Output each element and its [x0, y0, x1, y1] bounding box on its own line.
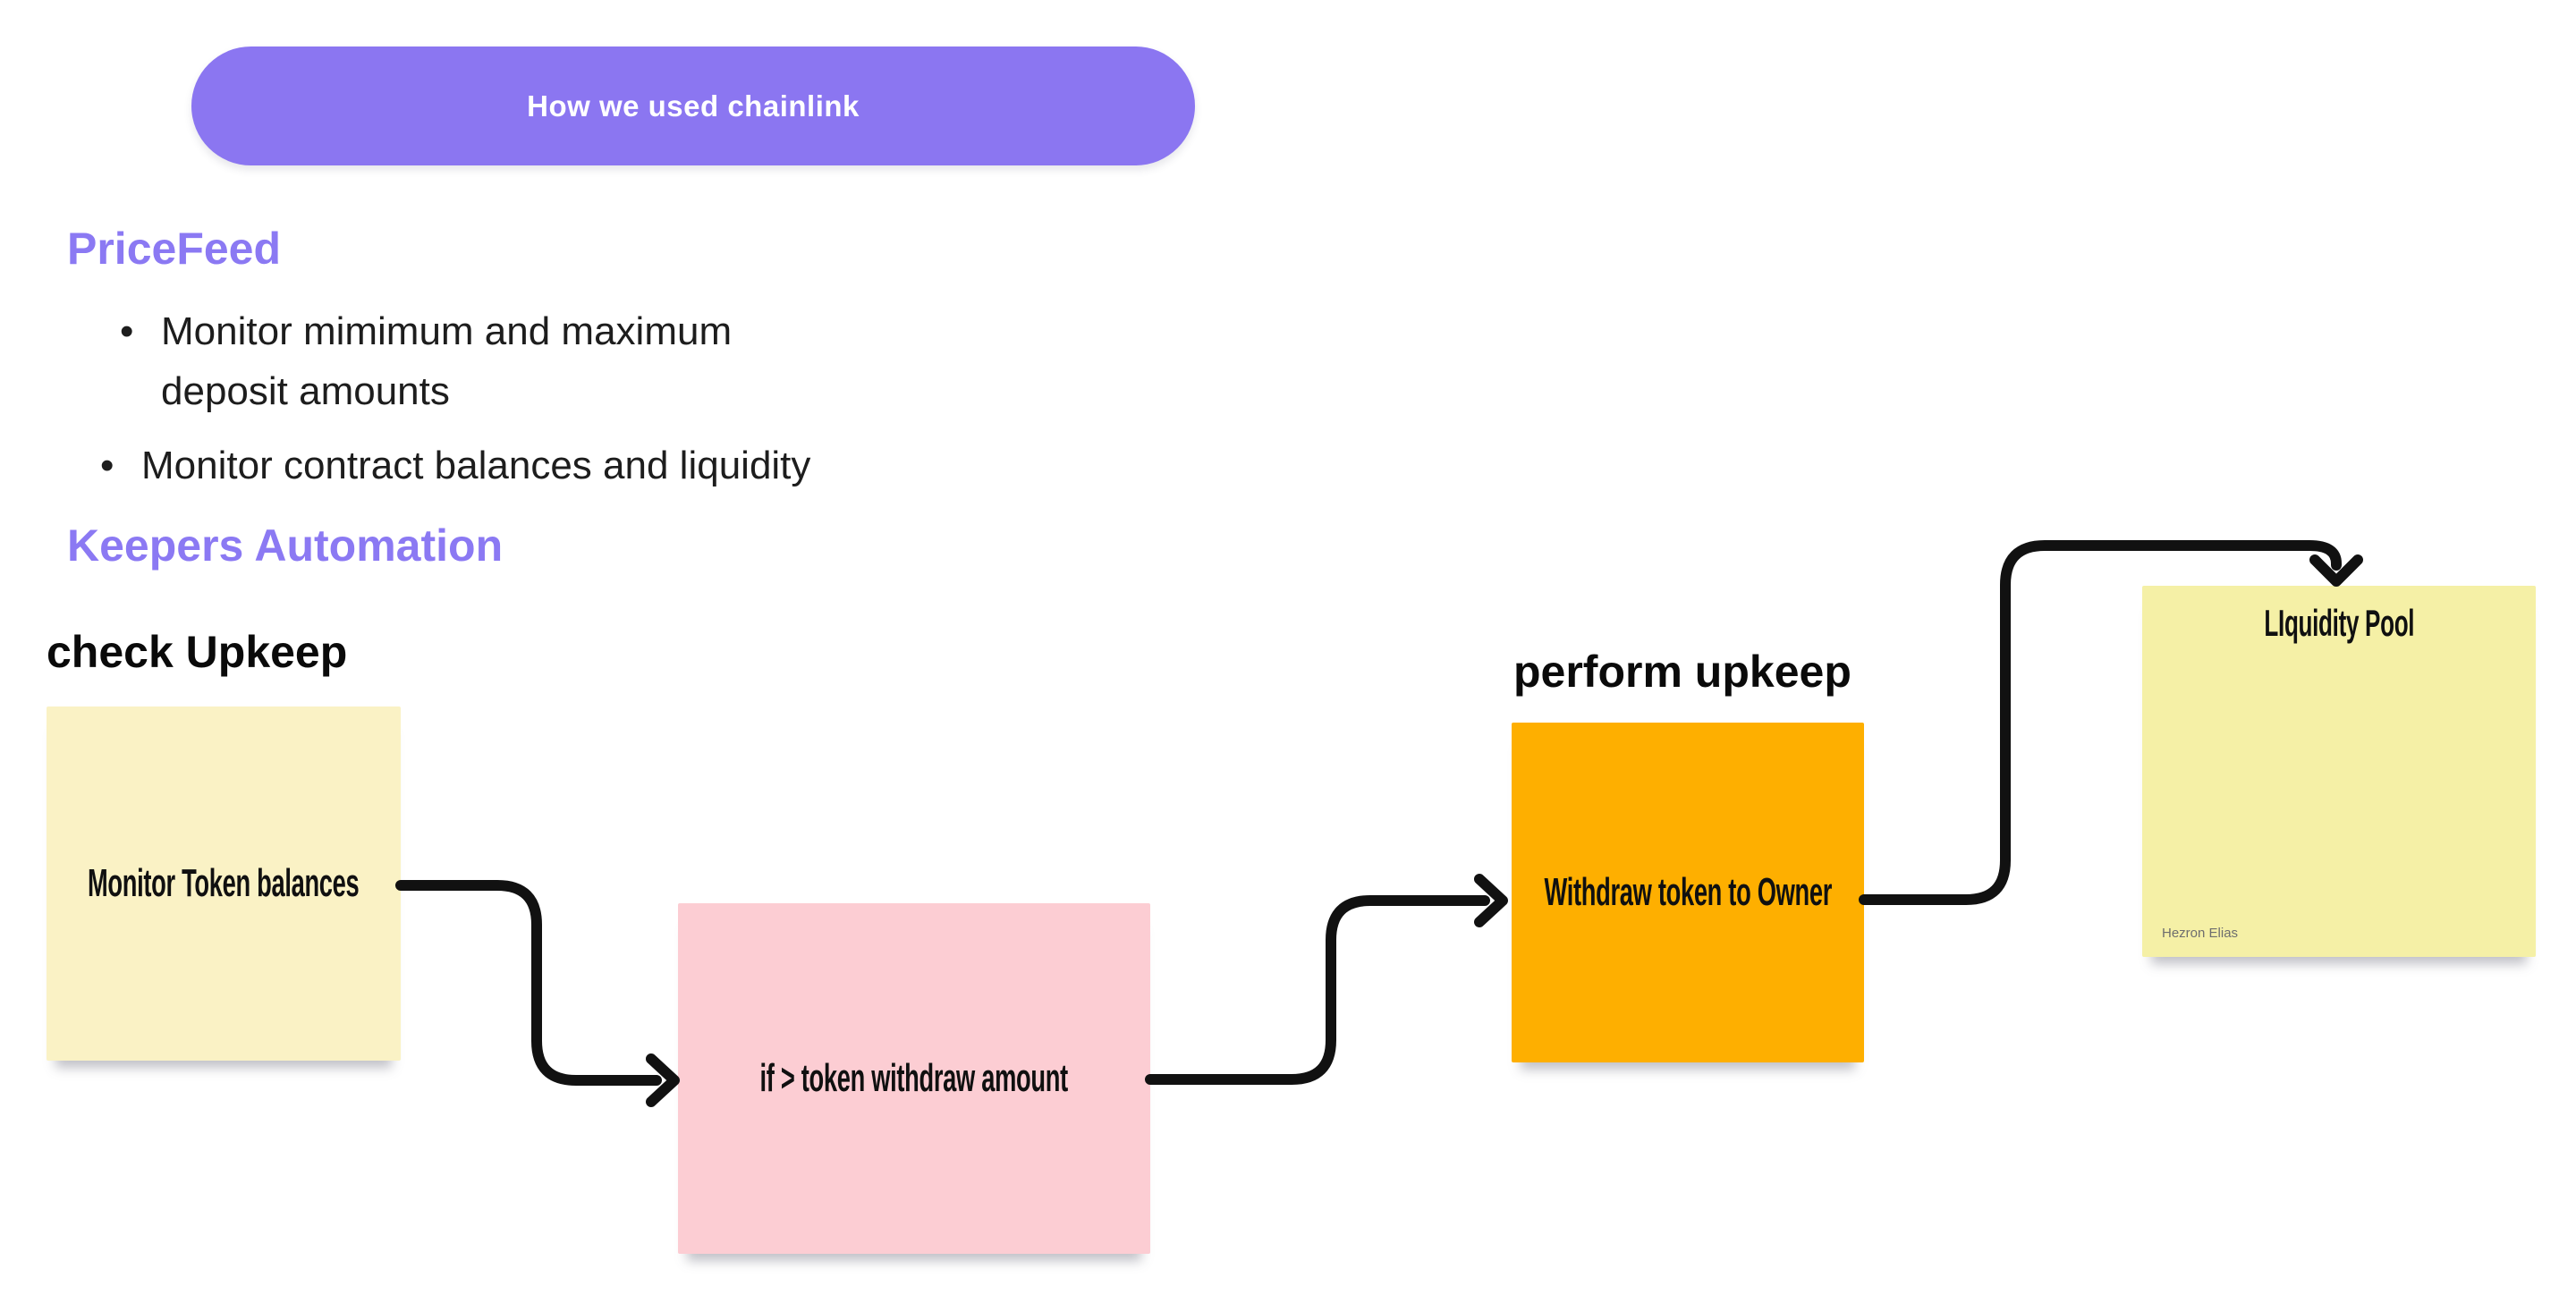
sticky-note-liquidity-pool[interactable]: LIquidity Pool Hezron Elias [2142, 586, 2536, 957]
connector-withdraw-to-pool[interactable] [1859, 540, 2363, 905]
bullet-item-deposit-amounts[interactable]: • Monitor mimimum and maximum deposit am… [120, 302, 810, 422]
bullet-line: Monitor contract balances and liquidity [141, 443, 811, 487]
bullet-dot-icon: • [120, 309, 134, 353]
bullet-line: deposit amounts [161, 368, 450, 413]
connector-line [1859, 540, 2342, 905]
pricefeed-heading[interactable]: PriceFeed [67, 224, 282, 274]
sticky-note-withdraw-token-to-owner[interactable]: Withdraw token to Owner [1512, 723, 1864, 1062]
sticky-note-author: Hezron Elias [2162, 926, 2239, 941]
check-upkeep-label[interactable]: check Upkeep [47, 627, 348, 677]
bullet-line: Monitor mimimum and maximum [161, 309, 733, 353]
sticky-note-text: LIquidity Pool [2264, 602, 2414, 644]
connector-monitor-to-condition[interactable] [395, 880, 680, 1107]
sticky-note-monitor-token-balances[interactable]: Monitor Token balances [47, 706, 401, 1061]
perform-upkeep-label[interactable]: perform upkeep [1513, 647, 1852, 697]
title-banner-pill[interactable]: How we used chainlink [191, 47, 1195, 165]
sticky-note-text: Withdraw token to Owner [1544, 870, 1832, 914]
pricefeed-bullet-list: • Monitor mimimum and maximum deposit am… [100, 302, 810, 511]
keepers-automation-heading[interactable]: Keepers Automation [67, 520, 504, 571]
connector-line [1145, 895, 1490, 1085]
title-banner-label: How we used chainlink [527, 89, 860, 123]
arrowhead-icon [2309, 554, 2363, 587]
bullet-item-contract-balances[interactable]: • Monitor contract balances and liquidit… [100, 436, 810, 496]
arrowhead-icon [646, 1053, 680, 1107]
sticky-note-text: Monitor Token balances [88, 861, 360, 905]
connector-condition-to-withdraw[interactable] [1145, 874, 1508, 1085]
sticky-note-text: if > token withdraw amount [759, 1056, 1069, 1100]
sticky-note-if-token-withdraw-amount[interactable]: if > token withdraw amount [678, 903, 1150, 1254]
sticky-note-title-row: LIquidity Pool [2142, 602, 2536, 645]
arrowhead-icon [1474, 874, 1508, 927]
connector-line [395, 880, 662, 1086]
bullet-dot-icon: • [100, 443, 114, 487]
